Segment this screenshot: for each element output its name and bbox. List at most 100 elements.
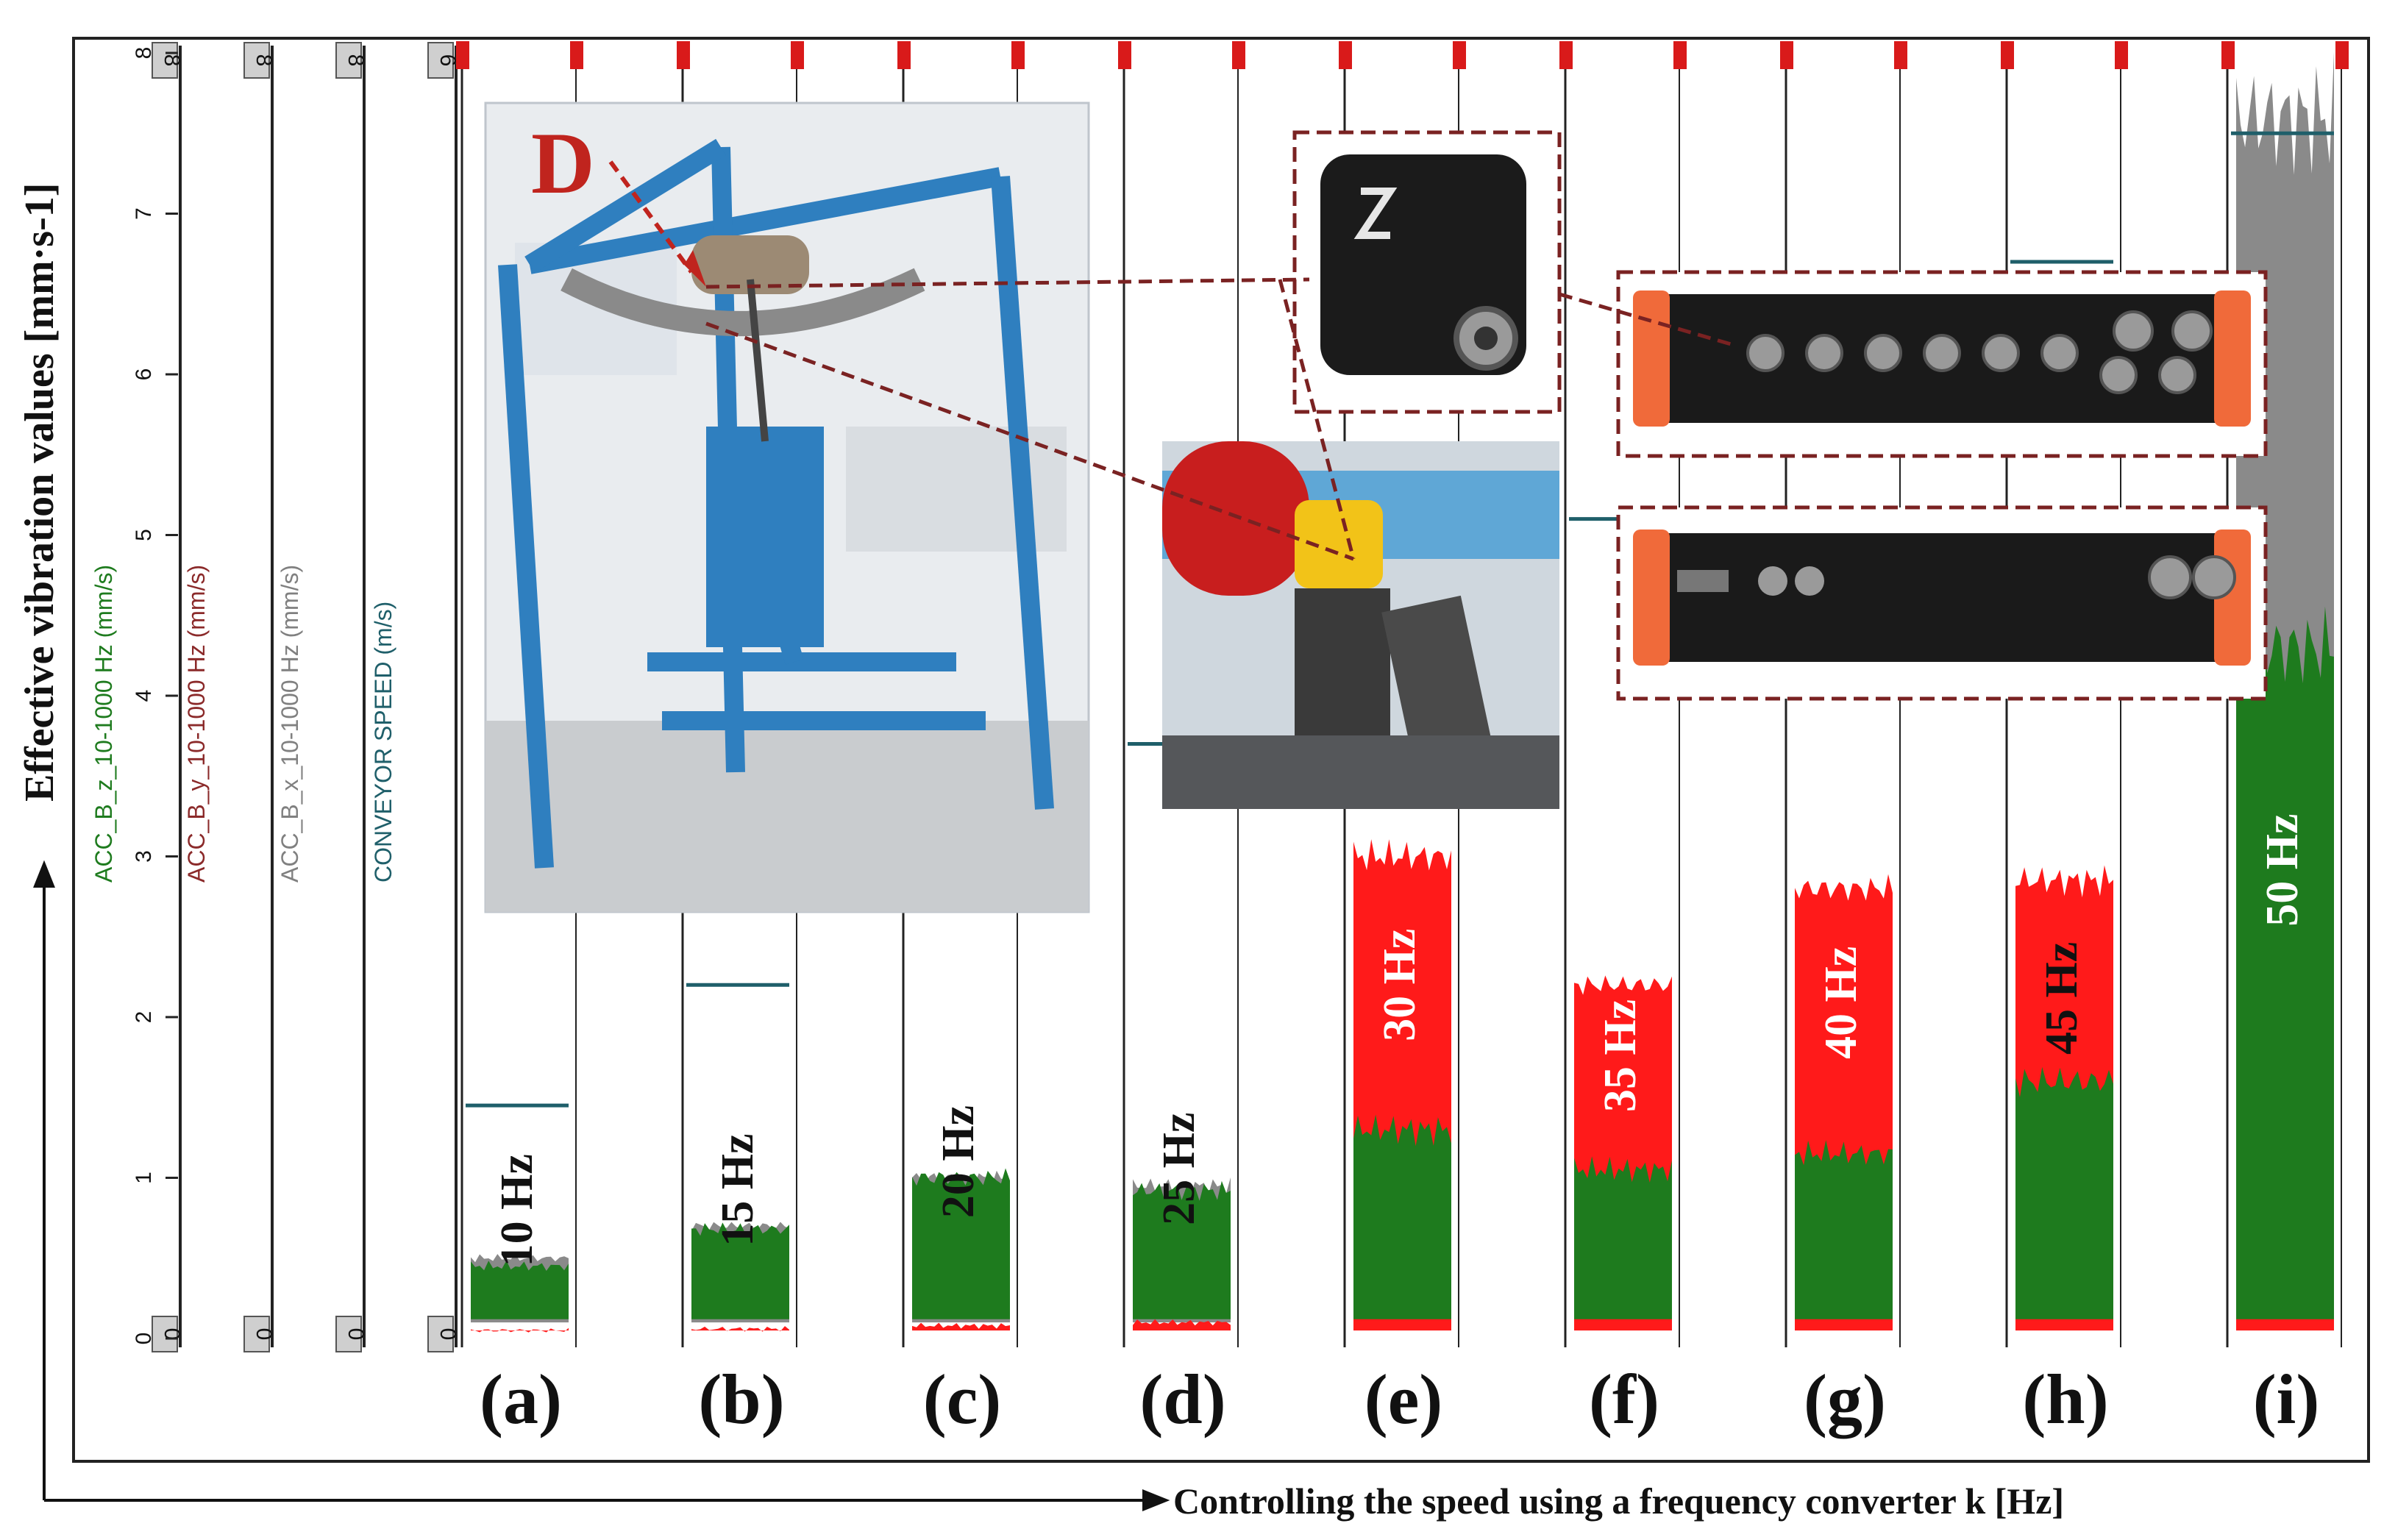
scale-top-label: 6 — [435, 54, 460, 67]
scale-bottom-label: 0 — [435, 1328, 460, 1341]
area-y — [691, 1326, 789, 1332]
panel-label: (f) — [1589, 1360, 1659, 1439]
segment-7: 40 Hz (g) — [1780, 41, 1907, 1439]
frequency-label: 50 Hz — [2257, 813, 2308, 926]
frequency-label: 15 Hz — [713, 1133, 763, 1246]
y-axis-label: Effective vibration values [mm·s-1] — [17, 183, 63, 802]
scale-top-box — [152, 42, 178, 79]
area-z — [1353, 1114, 1451, 1319]
y-tick-label: 7 — [132, 207, 156, 220]
y-tick-label: 1 — [132, 1172, 156, 1184]
marker-flag — [1673, 41, 1687, 69]
frequency-label: 25 Hz — [1154, 1113, 1204, 1225]
scale-bottom-box — [152, 1316, 178, 1352]
area-z — [1133, 1180, 1231, 1319]
test-rig-photo: D — [484, 101, 1090, 913]
marker-flag — [897, 41, 911, 69]
area-z — [1574, 1156, 1672, 1319]
y-tick-label: 5 — [132, 529, 156, 541]
panel-label: (c) — [923, 1360, 1002, 1439]
y-tick-label: 8 — [132, 47, 156, 60]
y-tick-label: 3 — [132, 850, 156, 863]
marker-flag — [1339, 41, 1352, 69]
scale-top-label: 8 — [252, 54, 276, 67]
daq-front-photo — [1559, 270, 2268, 458]
frequency-label: 20 Hz — [933, 1105, 983, 1218]
marker-flag — [1894, 41, 1907, 69]
marker-flag — [791, 41, 804, 69]
scale-bottom-box — [335, 1316, 362, 1352]
frequency-label: 40 Hz — [1816, 947, 1866, 1059]
channel-scales: 8 0 8 0 8 0 6 0 — [152, 42, 460, 1352]
scale-top-box — [335, 42, 362, 79]
panel-label: (g) — [1804, 1360, 1886, 1439]
scale-top-label: 8 — [160, 54, 184, 67]
scale-bottom-label: 0 — [344, 1328, 368, 1341]
channel-label: CONVEYOR SPEED (m/s) — [370, 602, 396, 883]
marker-flag — [1011, 41, 1025, 69]
frequency-label: 35 Hz — [1595, 999, 1645, 1112]
annotation-d: D — [531, 114, 595, 212]
panel-label: (e) — [1364, 1360, 1443, 1439]
sensor-mount-photo — [705, 277, 1559, 809]
marker-flag — [2001, 41, 2014, 69]
segment-8: 45 Hz (h) — [2001, 41, 2128, 1439]
scale-bottom-box — [243, 1316, 270, 1352]
channel-label: ACC_B_x_10-1000 Hz (mm/s) — [277, 565, 303, 883]
channel-label: ACC_B_z_10-1000 Hz (mm/s) — [90, 565, 117, 883]
marker-flag — [1453, 41, 1466, 69]
frequency-label: 10 Hz — [492, 1154, 542, 1266]
marker-flag — [1232, 41, 1245, 69]
frequency-label: 45 Hz — [2037, 942, 2087, 1055]
scale-top-box — [427, 42, 454, 79]
segment-2: 15 Hz (b) — [677, 41, 804, 1439]
panel-label: (h) — [2022, 1360, 2108, 1439]
panel-label: (b) — [698, 1360, 784, 1439]
scale-bottom-label: 0 — [252, 1328, 276, 1341]
marker-flag — [570, 41, 583, 69]
area-z — [1795, 1140, 1893, 1319]
marker-flag — [677, 41, 690, 69]
segment-9: 50 Hz (i) — [2221, 41, 2349, 1439]
panel-label: (d) — [1139, 1360, 1225, 1439]
marker-flag — [456, 41, 469, 69]
marker-flag — [1559, 41, 1573, 69]
y-tick-label: 2 — [132, 1011, 156, 1024]
area-z — [691, 1222, 789, 1319]
marker-flag — [1780, 41, 1793, 69]
channel-labels: ACC_B_z_10-1000 Hz (mm/s)ACC_B_y_10-1000… — [90, 565, 396, 883]
scale-bottom-box — [427, 1316, 454, 1352]
scale-top-box — [243, 42, 270, 79]
y-tick-label: 4 — [132, 690, 156, 702]
y-tick-label: 6 — [132, 368, 156, 381]
y-tick-label: 0 — [132, 1333, 156, 1345]
accelerometer-photo — [1292, 130, 1562, 414]
segment-4: 25 Hz (d) — [1118, 41, 1245, 1439]
x-axis-label: Controlling the speed using a frequency … — [1173, 1480, 2064, 1522]
plot-frame — [72, 37, 2370, 1463]
marker-flag — [1118, 41, 1131, 69]
segments: 10 Hz (a) 15 Hz (b) 20 Hz (c) 25 Hz (d) 30 Hz (e)… — [456, 41, 2349, 1439]
segment-5: 30 Hz (e) — [1339, 41, 1466, 1439]
segment-6: 35 Hz (f) — [1559, 41, 1687, 1439]
marker-flag — [2221, 41, 2235, 69]
scale-top-label: 8 — [344, 54, 368, 67]
area-z — [471, 1261, 569, 1319]
marker-flag — [2335, 41, 2349, 69]
frequency-label: 30 Hz — [1375, 929, 1425, 1041]
daq-back-photo — [1616, 505, 2268, 701]
area-z — [912, 1168, 1010, 1319]
axis-arrows — [33, 860, 1170, 1511]
area-y — [471, 1327, 569, 1333]
segment-1: 10 Hz (a) — [456, 41, 583, 1439]
area-z — [2236, 606, 2334, 1319]
panel-label: (i) — [2253, 1360, 2320, 1439]
scale-bottom-label: 0 — [160, 1328, 184, 1341]
area-z — [2015, 1066, 2113, 1319]
area-y — [912, 1322, 1010, 1331]
panel-label: (a) — [480, 1360, 562, 1439]
marker-flag — [2115, 41, 2128, 69]
area-y — [1133, 1319, 1231, 1331]
y-ticks: 0 1 2 3 4 5 6 7 8 — [132, 47, 178, 1345]
